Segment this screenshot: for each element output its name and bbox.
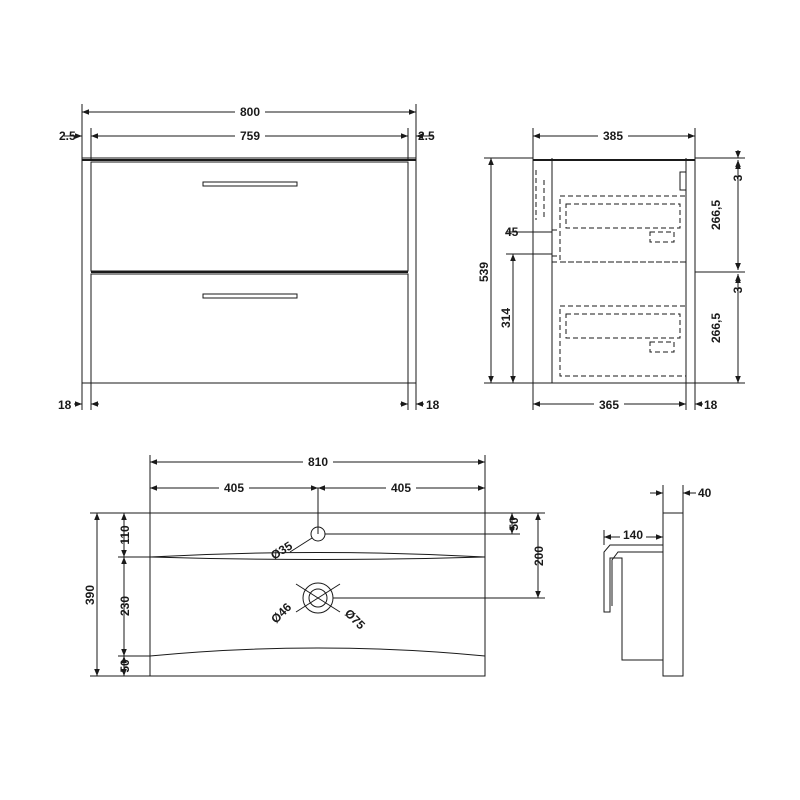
side-view: 385 365 18 539 45 314 3 266,5 3 [477, 128, 745, 412]
front-handle-top [202, 181, 298, 187]
waste-inner [308, 588, 328, 608]
dim-basin-depth: 390 [83, 585, 97, 605]
dim-bowl-depth: 140 [623, 528, 643, 542]
dim-right-gap: 2.5 [418, 129, 435, 143]
dim-depth-top: 385 [603, 129, 623, 143]
section-back-wall [662, 512, 684, 677]
dim-half-left: 405 [224, 481, 244, 495]
dim-half-right: 405 [391, 481, 411, 495]
basin-bowl-top-edge [149, 552, 486, 560]
dim-depth-bottom: 365 [599, 398, 619, 412]
front-drawer-bottom [90, 273, 409, 384]
label-waste-inner: Ø46 [268, 600, 294, 626]
dim-top-segment: 110 [118, 525, 132, 545]
front-handle-bottom [202, 293, 298, 299]
dim-basin-width: 810 [308, 455, 328, 469]
dim-rim: 40 [698, 486, 712, 500]
dim-overall-width: 800 [240, 105, 260, 119]
dim-waste-offset: 200 [532, 546, 546, 566]
section-bowl-profile [603, 544, 663, 661]
side-drawer-lower [559, 305, 687, 377]
dim-left-gap: 2.5 [59, 129, 76, 143]
dim-inner-width: 759 [240, 129, 260, 143]
dim-drawer-offset: 45 [505, 225, 519, 239]
basin-bowl-bottom-edge [149, 647, 486, 657]
dim-tap-offset: 50 [507, 517, 521, 531]
dim-left-leg: 18 [58, 398, 72, 412]
front-drawer-top [90, 161, 409, 272]
dim-right-leg: 18 [426, 398, 440, 412]
dim-drawer-upper: 266,5 [709, 200, 723, 230]
label-waste-outer: Ø75 [342, 606, 368, 632]
dim-drawer-lower: 266,5 [709, 313, 723, 343]
dim-lower-height: 314 [499, 308, 513, 328]
front-view: 800 759 2.5 2.5 18 18 [58, 104, 440, 412]
side-drawer-upper [559, 195, 687, 263]
side-outline [532, 158, 696, 384]
dim-height: 539 [477, 262, 491, 282]
dim-back-leg: 18 [704, 398, 718, 412]
dim-mid-segment: 230 [118, 596, 132, 616]
basin-section-view: 40 140 [603, 485, 712, 677]
dim-bottom-segment: 50 [118, 659, 132, 673]
basin-plan-view: 810 405 405 390 110 230 50 50 200 Ø35 Ø4… [83, 455, 546, 677]
